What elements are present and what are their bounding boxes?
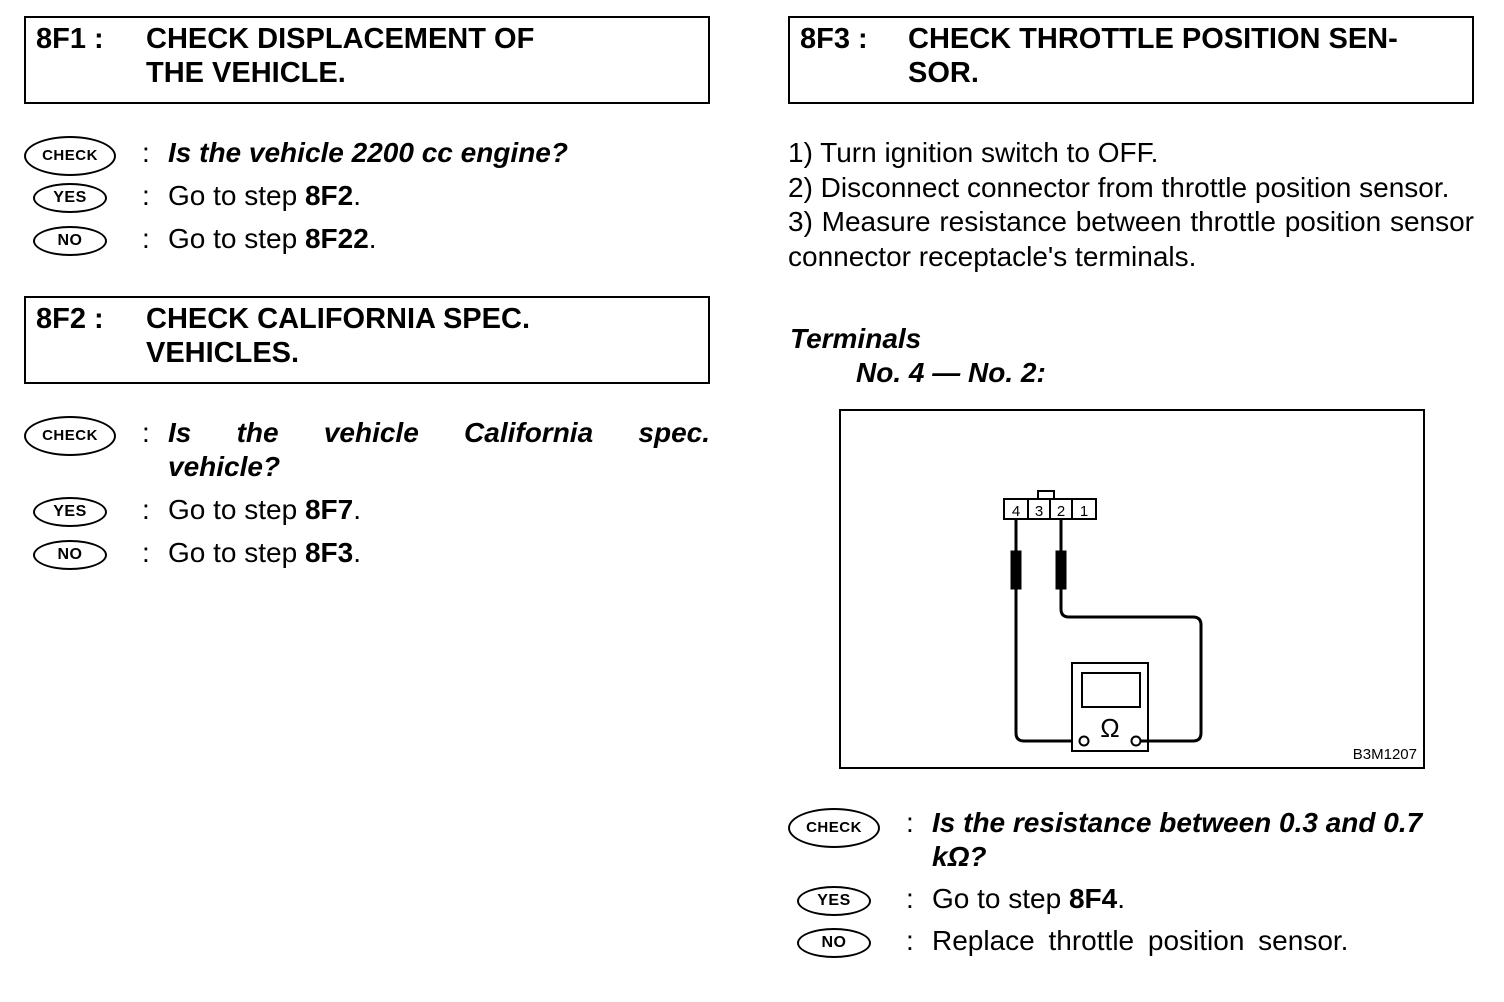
- wiring-diagram-svg: 4 3 2 1 Ω: [1003, 490, 1203, 752]
- colon: :: [142, 180, 150, 211]
- step-title: CHECK DISPLACEMENT OF THE VEHICLE.: [146, 23, 535, 89]
- no-action: Replace throttle position sensor.: [932, 925, 1349, 956]
- check-badge-icon: CHECK: [24, 136, 116, 176]
- probe-icon: [1010, 519, 1067, 590]
- figure-code: B3M1207: [1352, 746, 1417, 763]
- step-title: CHECK THROTTLE POSITION SEN- SOR.: [908, 23, 1398, 89]
- wiring-diagram-figure: 4 3 2 1 Ω B3M1207: [839, 409, 1425, 769]
- question-text: Is the vehicle 2200 cc engine?: [168, 137, 568, 168]
- colon: :: [142, 137, 150, 168]
- pin-label-3: 3: [1035, 503, 1043, 520]
- no-badge-icon: NO: [797, 928, 871, 958]
- check-badge-icon: CHECK: [788, 808, 880, 848]
- question-text: Is the resistance between 0.3 and 0.7 kΩ…: [932, 807, 1423, 872]
- step-ref[interactable]: 8F4: [1068, 883, 1118, 914]
- yes-action: Go to step 8F4.: [932, 883, 1125, 914]
- terminals-value: No. 4 — No. 2:: [856, 357, 1046, 388]
- terminals-label: Terminals: [790, 323, 922, 354]
- yes-row: YES : Go to step 8F4.: [788, 882, 1474, 918]
- colon: :: [142, 223, 150, 254]
- step-8f3-header: 8F3 : CHECK THROTTLE POSITION SEN- SOR.: [788, 16, 1474, 104]
- yes-badge-icon: YES: [797, 886, 871, 916]
- procedure-list: 1) Turn ignition switch to OFF. 2) Disco…: [788, 136, 1474, 274]
- step-ref[interactable]: 8F7: [304, 494, 354, 525]
- step-ref[interactable]: 8F3: [304, 537, 354, 568]
- colon: :: [142, 494, 150, 525]
- no-row: NO : Go to step 8F3.: [24, 536, 710, 572]
- yes-badge-icon: YES: [33, 183, 107, 213]
- colon: :: [142, 537, 150, 568]
- check-row: CHECK : Is the vehicle California spec.v…: [24, 416, 710, 486]
- step-8f3-results: CHECK : Is the resistance between 0.3 an…: [788, 806, 1474, 958]
- procedure-step: 2) Disconnect connector from throttle po…: [788, 171, 1450, 203]
- check-row: CHECK : Is the vehicle 2200 cc engine?: [24, 136, 710, 176]
- connector-pin-1: [1071, 498, 1097, 520]
- step-code: 8F1 :: [36, 23, 104, 55]
- yes-row: YES : Go to step 8F7.: [24, 493, 710, 529]
- pin-label-1: 1: [1080, 503, 1088, 520]
- colon: :: [906, 925, 914, 956]
- ohmmeter-icon: [1071, 662, 1149, 752]
- yes-badge-icon: YES: [33, 497, 107, 527]
- pin-label-2: 2: [1057, 503, 1065, 520]
- procedure-step: 1) Turn ignition switch to OFF.: [788, 137, 1159, 168]
- colon: :: [906, 883, 914, 914]
- step-8f1-header: 8F1 : CHECK DISPLACEMENT OF THE VEHICLE.: [24, 16, 710, 104]
- no-badge-icon: NO: [33, 540, 107, 570]
- check-row: CHECK : Is the resistance between 0.3 an…: [788, 806, 1474, 876]
- no-row: NO : Go to step 8F22.: [24, 222, 710, 258]
- step-ref[interactable]: 8F22: [304, 223, 369, 254]
- no-action: Go to step 8F22.: [168, 223, 377, 254]
- no-action: Go to step 8F3.: [168, 537, 361, 568]
- colon: :: [906, 807, 914, 838]
- step-ref[interactable]: 8F2: [304, 180, 354, 211]
- wire-lines: [1014, 589, 1203, 743]
- colon: :: [142, 417, 150, 448]
- question-text: Is the vehicle California spec.vehicle?: [168, 417, 710, 482]
- yes-action: Go to step 8F7.: [168, 494, 361, 525]
- step-code: 8F3 :: [800, 23, 868, 55]
- connector-latch: [1037, 490, 1055, 500]
- yes-action: Go to step 8F2.: [168, 180, 361, 211]
- ohm-symbol: Ω: [1100, 713, 1119, 743]
- step-title: CHECK CALIFORNIA SPEC. VEHICLES.: [146, 303, 530, 369]
- step-code: 8F2 :: [36, 303, 104, 335]
- procedure-step: 3) Measure resistance between throttle p…: [788, 206, 1474, 272]
- yes-row: YES : Go to step 8F2.: [24, 179, 710, 215]
- no-badge-icon: NO: [33, 226, 107, 256]
- step-8f2-header: 8F2 : CHECK CALIFORNIA SPEC. VEHICLES.: [24, 296, 710, 384]
- no-row: NO : Replace throttle position sensor.: [788, 924, 1474, 960]
- check-badge-icon: CHECK: [24, 416, 116, 456]
- pin-label-4: 4: [1012, 503, 1020, 520]
